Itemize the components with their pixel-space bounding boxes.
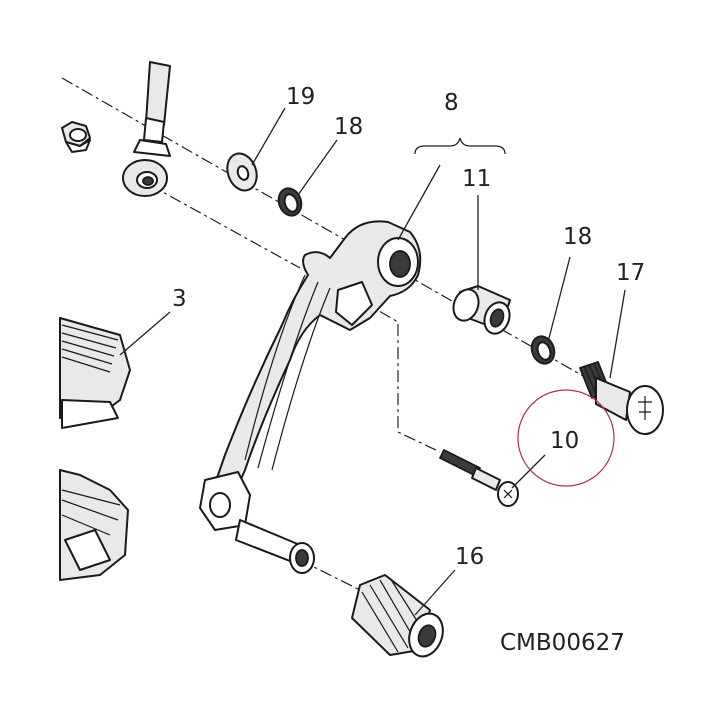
foot-peg-rubber-part-16 — [351, 574, 444, 658]
callout-18-upper: 18 — [334, 114, 363, 140]
callout-19: 19 — [286, 84, 315, 110]
callout-18-lower: 18 — [563, 224, 592, 250]
oring-part-18-lower — [530, 335, 556, 365]
bolt-part-10 — [439, 449, 519, 507]
linkage-rod-part — [122, 61, 171, 197]
callout-8: 8 — [444, 90, 459, 116]
leader-lines — [119, 107, 626, 616]
callout-10: 10 — [550, 428, 579, 454]
highlight-circle — [517, 389, 615, 487]
callout-3: 3 — [172, 286, 187, 312]
callout-11: 11 — [462, 166, 491, 192]
bushing-part-11 — [452, 285, 511, 335]
bracket-8 — [414, 137, 506, 155]
drawing-code: CMB00627 — [500, 630, 625, 656]
gear-lever-part-8 — [199, 220, 422, 574]
assembly-axes — [61, 77, 661, 601]
shoulder-bolt-part-17 — [579, 361, 664, 435]
callout-17: 17 — [616, 260, 645, 286]
washer-part-19 — [226, 152, 258, 192]
footrest-part-3 — [59, 317, 131, 429]
oring-part-18-upper — [277, 187, 303, 217]
callout-16: 16 — [455, 544, 484, 570]
lower-left-bracket — [59, 469, 129, 581]
nut-part — [61, 121, 91, 153]
